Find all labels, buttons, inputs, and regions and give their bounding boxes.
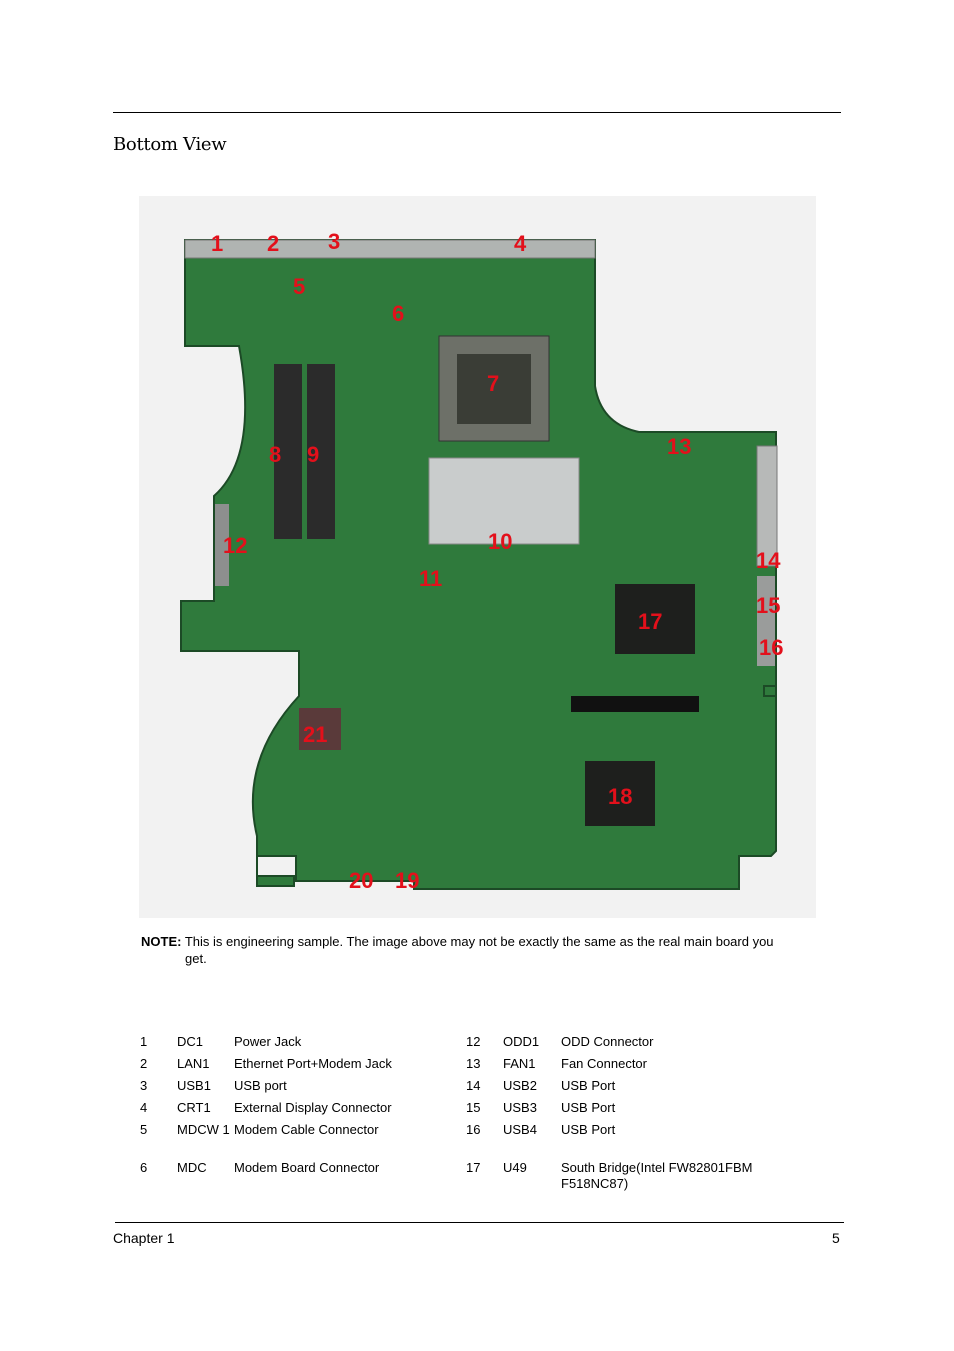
board-marker-15: 15 xyxy=(756,593,780,618)
motherboard-photo: 1 2 3 4 5 6 7 8 9 10 11 12 13 14 15 16 1… xyxy=(139,196,816,918)
table-row: 1 DC1 Power Jack 12 ODD1 ODD Connector xyxy=(140,1034,801,1056)
footer-page-number: 5 xyxy=(832,1230,840,1246)
board-marker-20: 20 xyxy=(349,868,373,893)
table-row: 5 MDCW 1 Modem Cable Connector 16 USB4 U… xyxy=(140,1122,801,1160)
part-number: 6 xyxy=(140,1160,148,1175)
board-marker-13: 13 xyxy=(667,434,691,459)
part-ref: MDCW 1 xyxy=(177,1122,230,1137)
board-marker-2: 2 xyxy=(267,231,279,256)
header-rule xyxy=(113,112,841,113)
part-number: 15 xyxy=(466,1100,481,1115)
table-row: 6 MDC Modem Board Connector 17 U49 South… xyxy=(140,1160,801,1198)
note-label: NOTE: xyxy=(141,934,182,949)
table-row: 2 LAN1 Ethernet Port+Modem Jack 13 FAN1 … xyxy=(140,1056,801,1078)
part-number: 3 xyxy=(140,1078,148,1093)
part-ref: USB2 xyxy=(503,1078,537,1093)
part-ref: USB4 xyxy=(503,1122,537,1137)
table-row: 3 USB1 USB port 14 USB2 USB Port xyxy=(140,1078,801,1100)
part-desc: ODD Connector xyxy=(561,1034,654,1049)
part-ref: USB1 xyxy=(177,1078,211,1093)
part-number: 12 xyxy=(466,1034,481,1049)
part-number: 16 xyxy=(466,1122,481,1137)
board-marker-17: 17 xyxy=(638,609,662,634)
part-desc: USB Port xyxy=(561,1122,616,1137)
board-marker-11: 11 xyxy=(419,566,442,591)
part-number: 17 xyxy=(466,1160,481,1175)
footer-chapter: Chapter 1 xyxy=(113,1230,175,1246)
board-marker-6: 6 xyxy=(392,301,404,326)
part-number: 1 xyxy=(140,1034,148,1049)
note-text-line2: get. xyxy=(185,951,207,966)
board-marker-21: 21 xyxy=(303,722,327,747)
section-title: Bottom View xyxy=(113,134,227,155)
part-desc: Modem Cable Connector xyxy=(234,1122,379,1137)
part-ref: U49 xyxy=(503,1160,527,1175)
part-number: 2 xyxy=(140,1056,148,1071)
board-marker-3: 3 xyxy=(328,229,340,254)
board-marker-9: 9 xyxy=(307,442,319,467)
part-number: 4 xyxy=(140,1100,148,1115)
part-ref: MDC xyxy=(177,1160,207,1175)
part-desc: Fan Connector xyxy=(561,1056,647,1071)
footer-rule xyxy=(115,1222,844,1223)
part-number: 5 xyxy=(140,1122,148,1137)
board-marker-4: 4 xyxy=(514,231,527,256)
part-desc: Power Jack xyxy=(234,1034,302,1049)
parts-table: 1 DC1 Power Jack 12 ODD1 ODD Connector 2… xyxy=(140,1034,801,1198)
part-ref: CRT1 xyxy=(177,1100,211,1115)
board-marker-14: 14 xyxy=(756,548,781,573)
part-ref: ODD1 xyxy=(503,1034,540,1049)
part-ref: FAN1 xyxy=(503,1056,536,1071)
part-ref: USB3 xyxy=(503,1100,537,1115)
board-marker-19: 19 xyxy=(395,868,419,893)
part-desc: Modem Board Connector xyxy=(234,1160,380,1175)
part-desc: External Display Connector xyxy=(234,1100,392,1115)
part-desc: USB Port xyxy=(561,1078,616,1093)
part-desc: Ethernet Port+Modem Jack xyxy=(234,1056,392,1071)
note-text-line1: This is engineering sample. The image ab… xyxy=(184,934,774,949)
note: NOTE: This is engineering sample. The im… xyxy=(141,933,846,967)
board-marker-10: 10 xyxy=(488,529,512,554)
part-desc: USB port xyxy=(234,1078,287,1093)
board-marker-8: 8 xyxy=(269,442,281,467)
part-desc: South Bridge(Intel FW82801FBM F518NC87) xyxy=(561,1160,753,1191)
part-desc: USB Port xyxy=(561,1100,616,1115)
part-ref: LAN1 xyxy=(177,1056,210,1071)
board-marker-1: 1 xyxy=(211,231,223,256)
board-marker-7: 7 xyxy=(487,371,499,396)
board-marker-12: 12 xyxy=(223,533,247,558)
board-marker-18: 18 xyxy=(608,784,632,809)
part-number: 13 xyxy=(466,1056,481,1071)
board-marker-5: 5 xyxy=(293,274,305,299)
table-row: 4 CRT1 External Display Connector 15 USB… xyxy=(140,1100,801,1122)
board-marker-16: 16 xyxy=(759,635,783,660)
part-number: 14 xyxy=(466,1078,481,1093)
part-ref: DC1 xyxy=(177,1034,204,1049)
